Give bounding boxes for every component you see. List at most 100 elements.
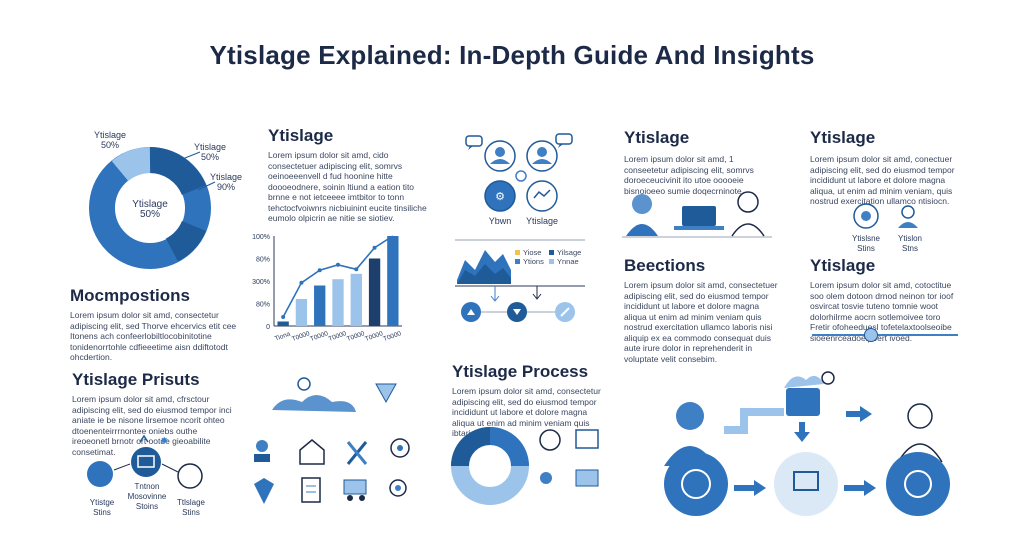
search-icon [177, 463, 203, 489]
donut-svg [89, 147, 216, 269]
workflow-circle-3 [886, 452, 950, 516]
gear-icon [821, 371, 835, 385]
location-icon [390, 438, 410, 458]
house-icon [299, 439, 325, 465]
trend-point [317, 268, 322, 273]
gear-person-svg [853, 203, 918, 229]
document-icon [301, 477, 321, 503]
section-text: Lorem ipsum dolor sit amd, cido consecte… [268, 150, 427, 223]
section-text: Lorem ipsum dolor sit amd, 1 conseetetur… [624, 154, 754, 196]
bar [332, 279, 344, 326]
section-text: Lorem ipsum dolor sit amd, consectetuer … [624, 280, 778, 364]
y-tick-label: 100% [252, 234, 270, 241]
link-icon [515, 170, 527, 182]
person-icon [901, 205, 915, 219]
section-mocmpostions: Mocmpostions Lorem ipsum dolor sit amd, … [70, 286, 240, 363]
area-chart: Yiose Yilsage Ytions Ynnae [455, 239, 585, 330]
x-tick-label: T0000 [309, 330, 329, 343]
svg-text:⚙: ⚙ [495, 190, 505, 203]
section-heading: Ytislage [624, 128, 690, 147]
chat-icon [575, 429, 599, 449]
tools-icon [346, 441, 368, 465]
person-icon [526, 140, 558, 172]
section-beections: Beections Lorem ipsum dolor sit amd, con… [624, 256, 784, 364]
x-tick-label: T0000 [346, 330, 366, 343]
section-text: Lorem ipsum dolor sit amd, cotoctitue so… [810, 280, 954, 343]
workflow-circle-1 [664, 452, 728, 516]
section-ytislage-chart: Ytislage Lorem ipsum dolor sit amd, cido… [268, 126, 428, 224]
trend-point [299, 280, 304, 285]
x-tick-label: T0000 [364, 330, 384, 343]
workflow-illustration [660, 366, 960, 526]
icon-grid-svg [254, 377, 410, 504]
section-text: Lorem ipsum dolor sit amd, consectetur a… [70, 310, 237, 362]
section-text: Lorem ipsum dolor sit amd, conectuer adi… [810, 154, 955, 206]
prisuts-label-2: Tntnon Mosovinne Stoins [127, 482, 167, 511]
section-heading: Ytislage [810, 256, 876, 275]
area-legend: Yiose Yilsage Ytions Ynnae [515, 248, 585, 266]
shield-icon [254, 478, 274, 504]
person-icon [484, 180, 516, 212]
section-heading: Ytislage [810, 128, 876, 147]
calendar-icon [575, 469, 599, 487]
trend-point [372, 245, 377, 250]
gear-icon [297, 377, 311, 391]
legend-item: Yiose [515, 248, 585, 257]
section-ytislage-right1: Ytislage Lorem ipsum dolor sit amd, 1 co… [624, 128, 774, 196]
workflow-svg [664, 371, 950, 516]
slider-handle[interactable] [864, 328, 878, 342]
bar [350, 273, 362, 326]
leaf-icon [87, 461, 113, 487]
bar [387, 236, 399, 326]
section-ytislage-right3: Ytislage Lorem ipsum dolor sit amd, coto… [810, 256, 960, 343]
chat-bubble-icon [465, 135, 483, 150]
process-icons [532, 426, 612, 506]
mail-icon [131, 447, 161, 477]
gear-icon: ✸ [160, 436, 168, 447]
y-tick-label: 80% [256, 302, 270, 309]
prisuts-diagram: ✸ Ytistge Stins Tntnon Mosovinne Stoins … [80, 432, 220, 542]
slider-track[interactable] [812, 328, 958, 342]
donut-segment-b [165, 220, 206, 262]
person-icon [737, 191, 759, 213]
section-heading: Ytislage [268, 126, 334, 145]
section-ytislage-right2: Ytislage Lorem ipsum dolor sit amd, cone… [810, 128, 960, 207]
package-icon [786, 388, 820, 416]
y-tick-label: 0 [266, 324, 270, 331]
bar [295, 299, 308, 326]
trend-point [336, 262, 340, 267]
bar [314, 285, 326, 326]
icon-grid [248, 372, 428, 522]
laptop-scene-svg [622, 191, 772, 238]
person-icon [907, 403, 933, 429]
x-tick-label: T0000 [291, 330, 311, 343]
section-process: Ytislage Process Lorem ipsum dolor sit a… [452, 362, 612, 439]
icon-label-a: Ytislsne Stins [851, 234, 880, 253]
legend-item: Ytions [515, 257, 585, 266]
icon-label-b: Ytislon Stns [897, 234, 922, 253]
page-title: Ytislage Explained: In-Depth Guide And I… [209, 40, 815, 70]
chat-bubble-icon [555, 133, 573, 148]
donut-segment-a [149, 147, 207, 196]
x-tick-label: T0000 [328, 330, 348, 343]
donut-center-label: Ytislage 50% [132, 199, 168, 220]
process-icons-svg [539, 429, 599, 487]
section-heading: Mocmpostions [70, 286, 190, 305]
donut-label-top-left: Ytislage 50% [93, 130, 127, 150]
bar [277, 321, 289, 326]
section-text: Lorem ipsum dolor sit amd, consectetur a… [452, 386, 601, 438]
person-icon [484, 140, 516, 172]
bar [368, 258, 381, 326]
section-heading: Ytislage Process [452, 362, 589, 381]
donut-segment-c [111, 147, 151, 182]
people-icon [254, 440, 270, 462]
person-icon [676, 402, 704, 430]
prisuts-label-3: Ttlslage Stins [176, 498, 205, 517]
x-tick-label: Tiona [274, 330, 292, 342]
truck-icon [343, 479, 367, 501]
person-icon [539, 429, 561, 451]
legend-item: Yilsage [549, 248, 581, 257]
people-laptop-illustration [622, 188, 772, 238]
prisuts-label-1: Ytistge Stins [89, 498, 115, 517]
